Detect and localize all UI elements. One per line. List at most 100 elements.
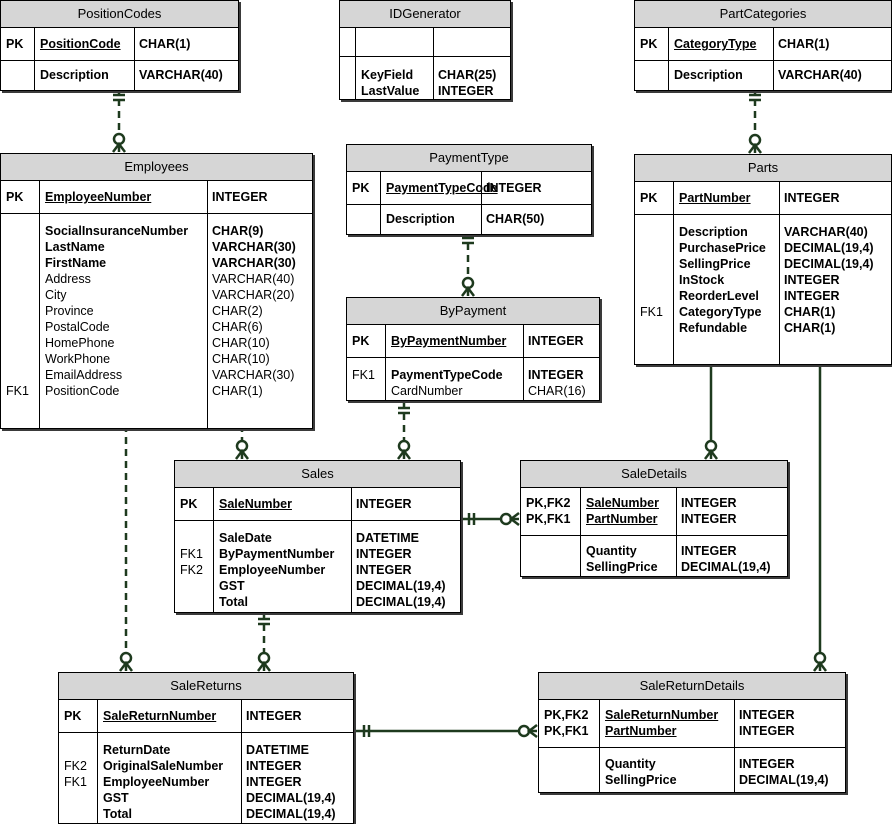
- field-type: INTEGER: [681, 496, 737, 510]
- field-type: DECIMAL(19,4): [739, 773, 829, 787]
- column-divider: [39, 214, 40, 428]
- key-marker: PK,FK1: [526, 512, 571, 526]
- column-divider: [39, 181, 40, 213]
- field-type: INTEGER: [212, 190, 268, 204]
- field-type: INTEGER: [246, 775, 302, 789]
- entity-title: Sales: [175, 461, 460, 488]
- key-marker: FK1: [640, 305, 663, 319]
- key-marker: PK: [6, 37, 24, 51]
- column-divider: [380, 205, 381, 234]
- field-name: SellingPrice: [679, 257, 751, 271]
- field-type: INTEGER: [784, 191, 840, 205]
- field-name: PartNumber: [586, 512, 658, 526]
- column-divider: [668, 28, 669, 60]
- field-type: VARCHAR(40): [778, 68, 862, 82]
- field-name: SocialInsuranceNumber: [45, 224, 189, 238]
- column-divider: [134, 61, 135, 90]
- field-name: PartNumber: [605, 724, 677, 738]
- column-divider: [481, 205, 482, 234]
- key-marker: PK: [64, 709, 82, 723]
- field-type: INTEGER: [784, 273, 840, 287]
- field-type: CHAR(6): [212, 320, 263, 334]
- column-divider: [385, 358, 386, 400]
- field-name: Refundable: [679, 321, 748, 335]
- column-divider: [599, 748, 600, 792]
- column-divider: [34, 28, 35, 60]
- field-name: Total: [219, 595, 248, 609]
- field-type: VARCHAR(40): [784, 225, 868, 239]
- column-divider: [134, 28, 135, 60]
- field-type: DECIMAL(19,4): [246, 791, 336, 805]
- field-type: INTEGER: [739, 757, 795, 771]
- column-divider: [241, 700, 242, 732]
- field-name: PartNumber: [679, 191, 751, 205]
- field-name: ReorderLevel: [679, 289, 759, 303]
- field-name: Quantity: [605, 757, 656, 771]
- column-divider: [668, 61, 669, 90]
- entity-title: ByPayment: [347, 298, 599, 325]
- key-marker: FK2: [180, 563, 203, 577]
- field-name: Description: [679, 225, 748, 239]
- attribute-row: GST DECIMAL(19,4): [175, 578, 460, 594]
- key-marker: PK,FK1: [544, 724, 589, 738]
- field-name: PositionCode: [45, 384, 120, 398]
- column-divider: [213, 521, 214, 612]
- field-name: Description: [386, 212, 455, 226]
- field-type: DATETIME: [246, 743, 309, 757]
- field-name: SellingPrice: [586, 560, 658, 574]
- column-divider: [207, 214, 208, 428]
- field-type: VARCHAR(30): [212, 256, 296, 270]
- field-name: PaymentTypeCode: [391, 368, 503, 382]
- field-name: InStock: [679, 273, 725, 287]
- field-name: OriginalSaleNumber: [103, 759, 224, 773]
- field-type: CHAR(1): [139, 37, 191, 51]
- column-divider: [599, 700, 600, 747]
- field-type: DECIMAL(19,4): [784, 257, 874, 271]
- column-divider: [385, 325, 386, 357]
- field-type: CHAR(10): [212, 336, 270, 350]
- entity-title: SaleReturns: [59, 673, 353, 700]
- field-type: INTEGER: [528, 368, 584, 382]
- field-name: GST: [219, 579, 245, 593]
- field-type: DECIMAL(19,4): [356, 579, 446, 593]
- key-marker: PK: [6, 190, 24, 204]
- field-type: DATETIME: [356, 531, 419, 545]
- field-type: CHAR(25): [438, 68, 497, 82]
- field-name: SaleReturnNumber: [605, 708, 719, 722]
- field-type: INTEGER: [486, 181, 542, 195]
- field-name: PurchasePrice: [679, 241, 766, 255]
- field-type: INTEGER: [356, 547, 412, 561]
- field-name: LastValue: [361, 84, 420, 98]
- key-marker: FK2: [64, 759, 87, 773]
- field-name: HomePhone: [45, 336, 115, 350]
